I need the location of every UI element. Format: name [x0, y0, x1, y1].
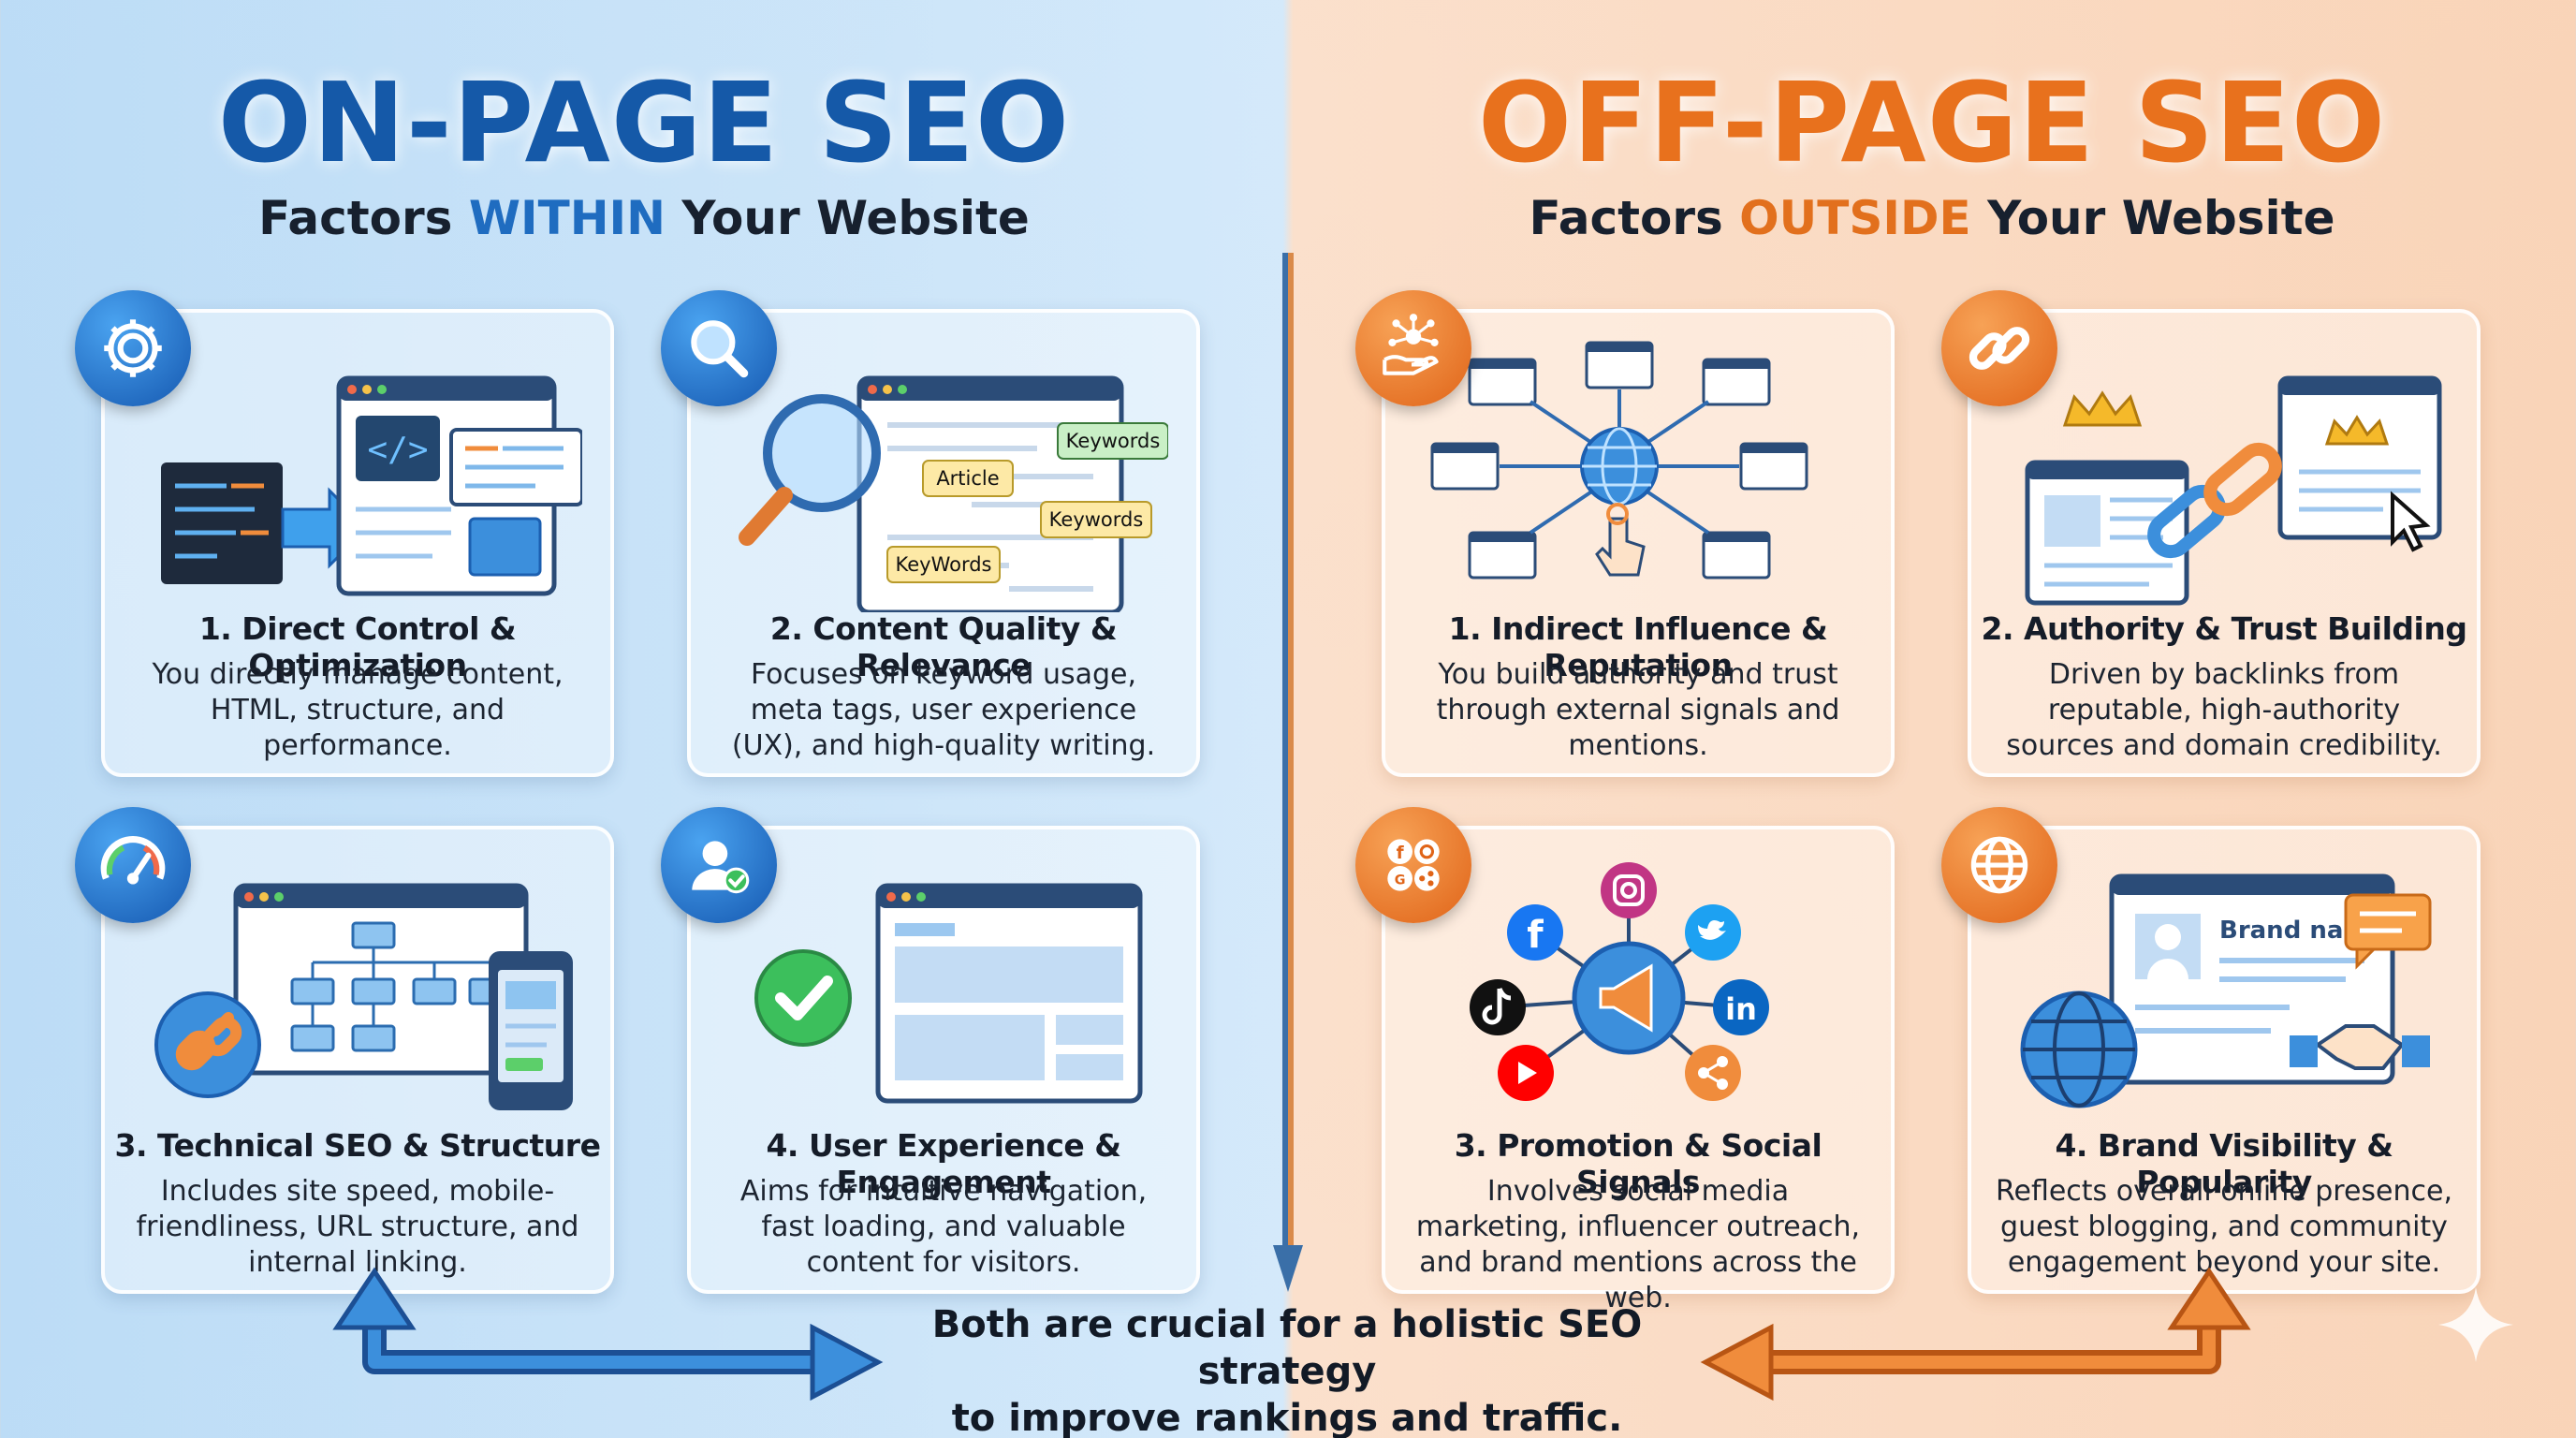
keyword-tag: KeyWords — [896, 553, 992, 576]
card-description: You build authority and trust through ex… — [1436, 658, 1840, 762]
article-keywords-illustration: Keywords Article Keywords KeyWords — [739, 375, 1168, 612]
svg-text:</>: </> — [367, 431, 428, 469]
speedometer-icon — [75, 807, 191, 923]
on-page-card-user-experience: 4. User Experience & Engagement Aims for… — [687, 826, 1200, 1294]
on-page-card-technical-seo: 3. Technical SEO & Structure Includes si… — [101, 826, 614, 1294]
magnifier-icon — [661, 290, 777, 406]
card-description: Reflects overall online presence, guest … — [1995, 1175, 2453, 1279]
off-page-connector-arrow — [1700, 1267, 2251, 1401]
card-title: 3. Promotion & Social Signals — [1454, 1127, 1822, 1200]
svg-text:in: in — [1725, 991, 1757, 1027]
footer-summary: Both are crucial for a holistic SEO stra… — [842, 1301, 1732, 1438]
off-page-title: OFF-PAGE SEO — [1477, 58, 2387, 187]
footer-line-1: Both are crucial for a holistic SEO stra… — [931, 1303, 1643, 1393]
webpage-check-illustration — [754, 883, 1143, 1104]
card-description: Involves social media marketing, influen… — [1415, 1175, 1861, 1314]
on-page-card-direct-control: </> 1. Direct Control & Optimization You… — [101, 309, 614, 777]
off-page-card-brand-visibility: Brand name 4. Brand Visibility & Popular… — [1968, 826, 2481, 1294]
card-title: 2. Content Quality & Relevance — [769, 610, 1118, 683]
social-network-illustration: f in — [1470, 862, 1769, 1101]
off-page-panel: OFF-PAGE SEO Factors OUTSIDE Your Websit… — [1288, 0, 2576, 1438]
center-divider-arrow — [1273, 253, 1303, 1292]
svg-text:G: G — [1395, 873, 1406, 888]
on-page-connector-arrow — [332, 1267, 884, 1401]
on-page-panel: ON-PAGE SEO Factors WITHIN Your Website … — [75, 58, 1200, 1294]
card-title: 2. Authority & Trust Building — [1981, 610, 2467, 647]
on-page-subtitle: Factors WITHIN Your Website — [258, 191, 1030, 245]
card-description: Driven by backlinks from reputable, high… — [2006, 658, 2442, 762]
footer-line-2: to improve rankings and traffic. — [951, 1397, 1623, 1438]
network-globe-illustration — [1430, 341, 1808, 580]
link-icon — [1941, 290, 2057, 406]
card-description: Focuses on keyword usage, meta tags, use… — [731, 658, 1156, 762]
card-description: You directly manage content, HTML, struc… — [152, 658, 564, 762]
code-editor-illustration: </> — [161, 375, 582, 596]
gear-icon — [75, 290, 191, 406]
globe-icon — [1941, 807, 2057, 923]
card-description: Aims for intuitive navigation, fast load… — [739, 1175, 1148, 1279]
off-page-card-indirect-influence: 1. Indirect Influence & Reputation You b… — [1382, 309, 1895, 777]
card-description: Includes site speed, mobile-friendliness… — [136, 1175, 579, 1279]
user-check-icon — [661, 807, 777, 923]
card-title: 1. Indirect Influence & Reputation — [1448, 610, 1828, 683]
on-page-card-content-quality: Keywords Article Keywords KeyWords 2. Co… — [687, 309, 1200, 777]
off-page-subtitle: Factors OUTSIDE Your Website — [1529, 191, 2335, 245]
off-page-card-promotion-social: f in 3. Promotion & Social Signals Invol… — [1382, 826, 1895, 1314]
brand-presence-illustration: Brand name — [2020, 873, 2432, 1108]
card-title: 4. User Experience & Engagement — [766, 1127, 1121, 1200]
backlink-illustration — [2025, 375, 2442, 606]
sparkle-icon — [2438, 1287, 2513, 1362]
article-tag: Article — [936, 467, 999, 490]
card-title: 1. Direct Control & Optimization — [198, 610, 517, 683]
site-structure-illustration — [154, 883, 573, 1110]
svg-text:f: f — [1397, 844, 1405, 863]
network-hand-icon — [1355, 290, 1471, 406]
card-title: 3. Technical SEO & Structure — [114, 1127, 601, 1164]
svg-text:f: f — [1527, 914, 1544, 957]
keyword-tag: Keywords — [1066, 430, 1161, 452]
off-page-card-authority-trust: 2. Authority & Trust Building Driven by … — [1968, 309, 2481, 777]
keyword-tag: Keywords — [1049, 508, 1144, 531]
card-title: 4. Brand Visibility & Popularity — [2055, 1127, 2393, 1200]
on-page-title: ON-PAGE SEO — [217, 58, 1071, 187]
